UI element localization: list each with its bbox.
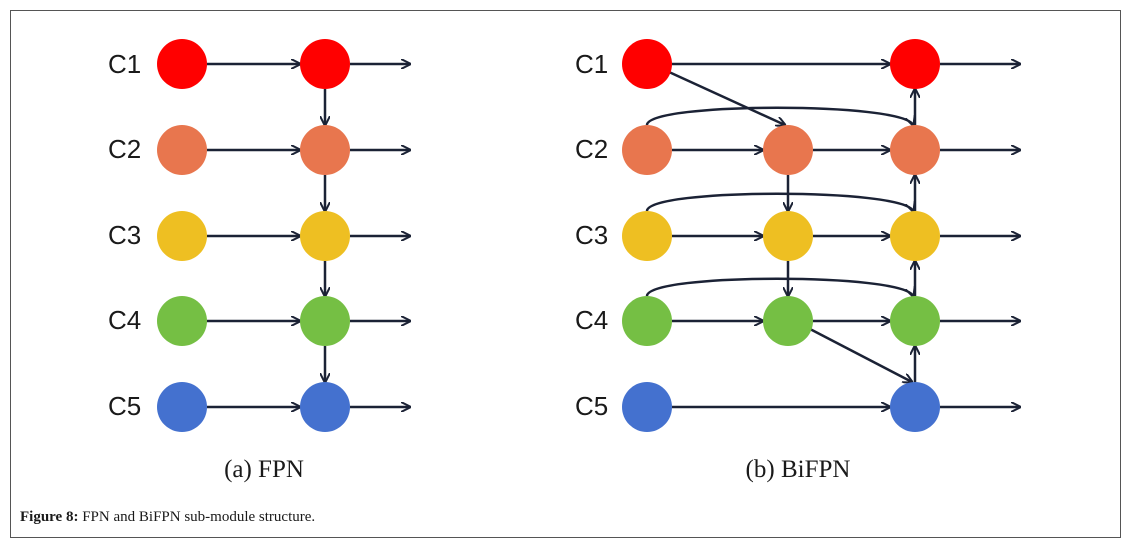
bifpn-output-node-c3 bbox=[890, 211, 940, 261]
fpn-input-node-c2 bbox=[157, 125, 207, 175]
bifpn-input-node-c5 bbox=[622, 382, 672, 432]
fpn-label-c5: C5 bbox=[108, 391, 141, 421]
figure-caption: Figure 8: FPN and BiFPN sub-module struc… bbox=[20, 509, 315, 526]
bifpn-output-node-c1 bbox=[890, 39, 940, 89]
figure-label: Figure 8: bbox=[20, 509, 79, 525]
fpn-output-node-c1 bbox=[300, 39, 350, 89]
bifpn-label-c4: C4 bbox=[575, 305, 608, 335]
fpn-label-c3: C3 bbox=[108, 220, 141, 250]
fpn-label-c4: C4 bbox=[108, 305, 141, 335]
bifpn-output-node-c4 bbox=[890, 296, 940, 346]
edges bbox=[207, 64, 1020, 407]
figure-frame bbox=[10, 10, 1121, 538]
bifpn-input-node-c3 bbox=[622, 211, 672, 261]
bifpn-output-node-c5 bbox=[890, 382, 940, 432]
bifpn-edge-skip-c2 bbox=[645, 106, 913, 125]
figure-text: FPN and BiFPN sub-module structure. bbox=[82, 509, 316, 525]
fpn-input-node-c3 bbox=[157, 211, 207, 261]
fpn-output-node-c2 bbox=[300, 125, 350, 175]
bifpn-label-c2: C2 bbox=[575, 134, 608, 164]
fpn-subcaption: (a) FPN bbox=[224, 456, 304, 483]
fpn-level-labels: C1 C2 C3 C4 C5 bbox=[108, 49, 141, 421]
bifpn-edge-c1-to-c2-mid bbox=[668, 70, 785, 125]
fpn-bifpn-diagram: C1 C2 C3 C4 C5 C1 C2 C3 C4 C5 (a) FPN (b… bbox=[108, 39, 1133, 483]
fpn-input-node-c1 bbox=[157, 39, 207, 89]
bifpn-label-c5: C5 bbox=[575, 391, 608, 421]
fpn-input-node-c5 bbox=[157, 382, 207, 432]
bifpn-input-node-c2 bbox=[622, 125, 672, 175]
bifpn-mid-node-c2 bbox=[763, 125, 813, 175]
fpn-input-node-c4 bbox=[157, 296, 207, 346]
bifpn-mid-node-c4 bbox=[763, 296, 813, 346]
fpn-label-c1: C1 bbox=[108, 49, 141, 79]
fpn-output-node-c4 bbox=[300, 296, 350, 346]
bifpn-output-node-c2 bbox=[890, 125, 940, 175]
bifpn-input-node-c4 bbox=[622, 296, 672, 346]
fpn-label-c2: C2 bbox=[108, 134, 141, 164]
fpn-output-node-c5 bbox=[300, 382, 350, 432]
bifpn-label-c3: C3 bbox=[575, 220, 608, 250]
bifpn-edge-c4-mid-to-c5-out bbox=[809, 327, 912, 382]
bifpn-subcaption: (b) BiFPN bbox=[746, 456, 851, 483]
fpn-output-node-c3 bbox=[300, 211, 350, 261]
bifpn-level-labels: C1 C2 C3 C4 C5 bbox=[575, 49, 608, 421]
bifpn-label-c1: C1 bbox=[575, 49, 608, 79]
bifpn-edge-skip-c4 bbox=[645, 277, 913, 296]
bifpn-mid-node-c3 bbox=[763, 211, 813, 261]
bifpn-input-node-c1 bbox=[622, 39, 672, 89]
bifpn-edge-skip-c3 bbox=[645, 192, 913, 211]
nodes bbox=[157, 39, 940, 432]
